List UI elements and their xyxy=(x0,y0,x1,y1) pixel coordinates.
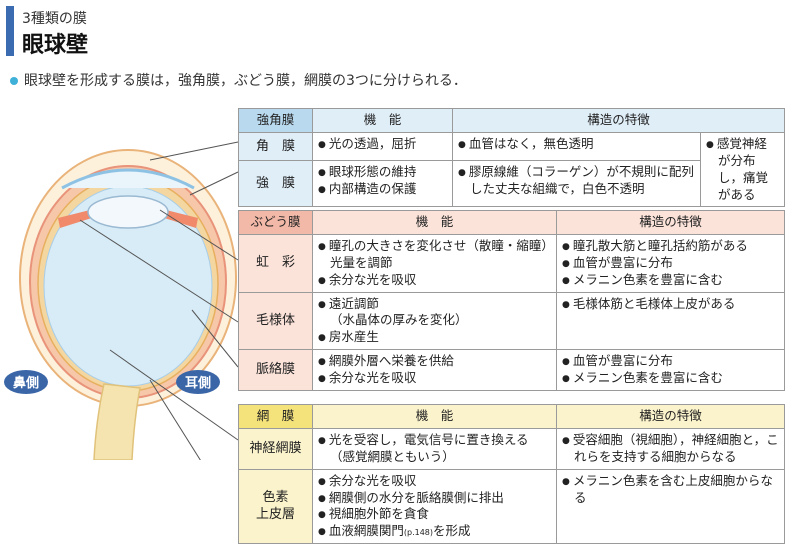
table3-col-structure: 構造の特徴 xyxy=(556,404,785,429)
table3-cell-function: 余分な光を吸収網膜側の水分を脈絡膜側に排出視細胞外節を貪食血液網膜関門(p.14… xyxy=(312,468,557,545)
table1-row-label: 角 膜 xyxy=(238,131,313,161)
page-reference: (p.148) xyxy=(403,528,434,538)
table1-cell-structure: 膠原線維（コラーゲン）が不規則に配列した丈夫な組織で，白色不透明 xyxy=(452,159,701,208)
cornea-shape xyxy=(61,168,195,190)
table1-col-function: 機 能 xyxy=(312,108,453,133)
bullet-dot-icon xyxy=(10,77,18,85)
table1-corner: 強角膜 xyxy=(238,108,313,133)
table1-col-structure: 構造の特徴 xyxy=(451,108,786,133)
sclerocornea-table: 強角膜 機 能 構造の特徴 角 膜 光の透過，屈折 血管はなく，無色透明 感覚神… xyxy=(238,108,786,208)
nasal-label: 鼻側 xyxy=(13,375,39,391)
table3-cell-structure: メラニン色素を含む上皮細胞からなる xyxy=(556,468,785,545)
uvea-table: ぶどう膜 機 能 構造の特徴 虹 彩 瞳孔の大きさを変化させ（散瞳・縮瞳）光量を… xyxy=(238,210,785,391)
title-accent-bar xyxy=(6,6,14,56)
table2-row-label: 毛様体 xyxy=(238,291,313,351)
table2-row-label: 脈絡膜 xyxy=(238,349,313,391)
table2-col-structure: 構造の特徴 xyxy=(556,210,785,235)
table2-corner: ぶどう膜 xyxy=(238,210,313,235)
bbb-item: 血液網膜関門(p.148)を形成 xyxy=(318,523,551,540)
table3-col-function: 機 能 xyxy=(312,404,557,429)
table2-cell-structure: 毛様体筋と毛様体上皮がある xyxy=(556,291,785,351)
table1-row-label: 強 膜 xyxy=(238,159,313,208)
table3-row-label: 色素上皮層 xyxy=(238,468,313,545)
section-subtitle: 3種類の膜 xyxy=(22,11,87,27)
table2-cell-function: 瞳孔の大きさを変化させ（散瞳・縮瞳）光量を調節余分な光を吸収 xyxy=(312,233,557,293)
lens-shape xyxy=(87,195,169,229)
table1-shared-cell: 感覚神経が分布し，痛覚がある xyxy=(699,131,786,208)
eyeball-diagram: 鼻側 耳側 xyxy=(4,141,239,460)
table1-cell-function: 光の透過，屈折 xyxy=(312,131,453,161)
table1-cell-structure: 血管はなく，無色透明 xyxy=(452,131,701,161)
table2-cell-function: 遠近調節（水晶体の厚みを変化）房水産生 xyxy=(312,291,557,351)
table2-col-function: 機 能 xyxy=(312,210,557,235)
temporal-badge xyxy=(176,370,220,394)
table3-cell-function: 光を受容し，電気信号に置き換える（感覚網膜ともいう） xyxy=(312,427,557,470)
table2-row-label: 虹 彩 xyxy=(238,233,313,293)
table3-corner: 網 膜 xyxy=(238,404,313,429)
table3-cell-structure: 受容細胞（視細胞），神経細胞と，これらを支持する細胞からなる xyxy=(556,427,785,470)
table1-cell-function: 眼球形態の維持内部構造の保護 xyxy=(312,159,453,208)
optic-nerve-shape xyxy=(93,383,141,460)
nasal-badge xyxy=(4,370,48,394)
intro-text: 眼球壁を形成する膜は，強角膜，ぶどう膜，網膜の3つに分けられる． xyxy=(10,70,467,90)
table2-cell-structure: 瞳孔散大筋と瞳孔括約筋がある血管が豊富に分布メラニン色素を豊富に含む xyxy=(556,233,785,293)
table3-row-label: 神経網膜 xyxy=(238,427,313,470)
temporal-label: 耳側 xyxy=(185,375,211,391)
page-title: 眼球壁 xyxy=(22,32,89,58)
retina-table: 網 膜 機 能 構造の特徴 神経網膜 光を受容し，電気信号に置き換える（感覚網膜… xyxy=(238,404,785,545)
table2-cell-structure: 血管が豊富に分布メラニン色素を豊富に含む xyxy=(556,349,785,391)
table2-cell-function: 網膜外層へ栄養を供給余分な光を吸収 xyxy=(312,349,557,391)
